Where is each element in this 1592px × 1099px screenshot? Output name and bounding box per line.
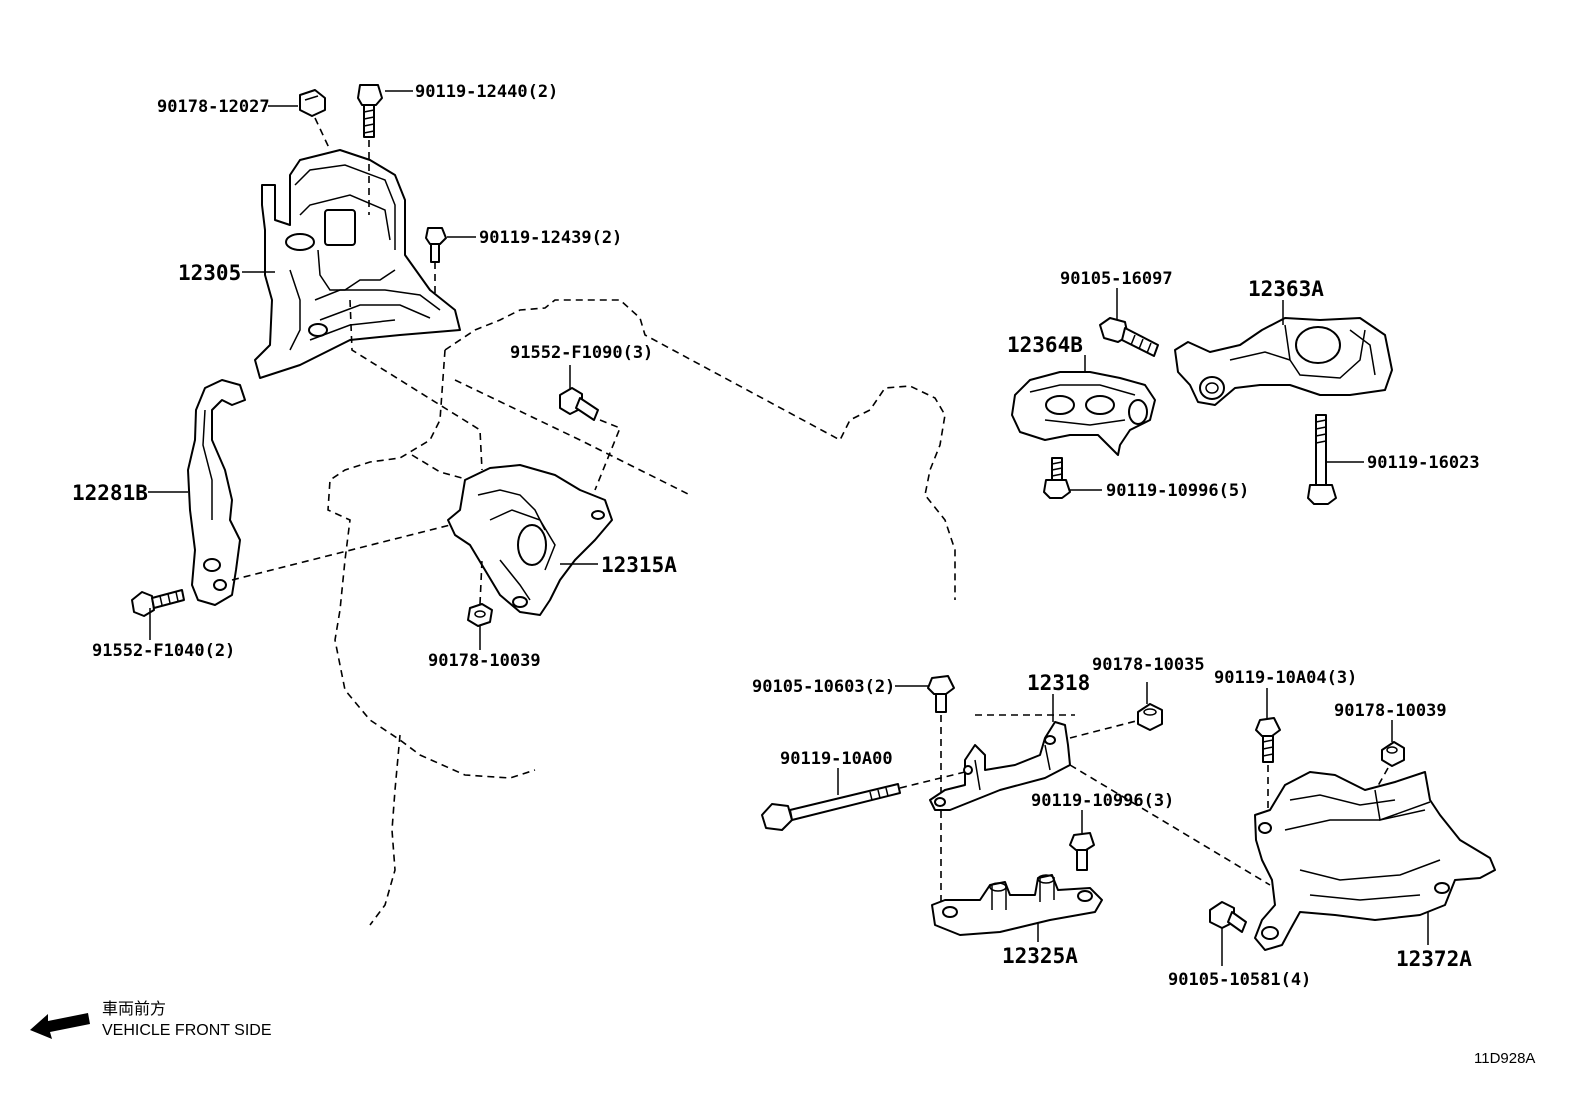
leader-lines [148,90,1429,966]
guide-12318-to-12372A [1069,764,1271,886]
mount-12364B [1011,371,1156,456]
left-arrow-icon [30,1013,90,1039]
bolt-90119-10996-5 [1043,457,1071,499]
label-90105-10581: 90105-10581(4) [1168,970,1311,990]
label-12372A: 12372A [1396,947,1472,971]
label-12364B: 12364B [1007,333,1083,357]
label-90119-12440: 90119-12440(2) [415,82,558,102]
label-90119-12439: 90119-12439(2) [479,228,622,248]
bolt-90119-12440 [357,84,383,138]
guide-nut-12027 [314,117,331,151]
guide-bolt-F1090 [594,419,622,491]
label-90178-12027: 90178-12027 [157,97,270,117]
label-90105-10603: 90105-10603(2) [752,677,895,697]
nut-90178-12027 [299,89,326,117]
engine-belt-line [454,379,691,496]
label-90178-10039-center: 90178-10039 [428,651,541,671]
label-12281B: 12281B [72,481,148,505]
torque-rod-12363A [1174,317,1393,406]
engine-mount-12305 [254,149,461,379]
guide-nut-10035 [1069,719,1141,739]
label-12363A: 12363A [1248,277,1324,301]
label-90119-10996-3: 90119-10996(3) [1031,791,1174,811]
label-90119-10A00: 90119-10A00 [780,749,893,769]
engine-outline [444,299,956,600]
bracket-12318 [929,721,1071,811]
bolt-90119-12439 [425,227,447,263]
bolt-90105-10603 [927,675,955,713]
bolt-90105-10581 [1209,901,1247,933]
label-12318: 12318 [1027,671,1090,695]
label-90119-10996-5: 90119-10996(5) [1106,481,1249,501]
engine-lower-edge [369,734,401,926]
label-90119-16023: 90119-16023 [1367,453,1480,473]
nut-90178-10035 [1137,703,1163,731]
plate-12325A [931,874,1103,936]
label-91552-F1090: 91552-F1090(3) [510,343,653,363]
guide-12281B-to-12315A [231,519,471,581]
label-12305: 12305 [178,261,241,285]
bracket-12281B [187,379,246,606]
label-90178-10035: 90178-10035 [1092,655,1205,675]
engine-outline-left [327,349,536,779]
label-91552-F1040: 91552-F1040(2) [92,641,235,661]
vehicle-front-indicator: 車両前方 VEHICLE FRONT SIDE [30,1000,272,1039]
label-12325A: 12325A [1002,944,1078,968]
label-90178-10039-right: 90178-10039 [1334,701,1447,721]
label-12315A: 12315A [601,553,677,577]
bolt-90119-10A00 [761,783,901,831]
bolt-90119-16023 [1307,414,1337,505]
label-90105-16097: 90105-16097 [1060,269,1173,289]
nut-90178-10039-right [1381,741,1405,767]
nut-90178-10039-center [467,603,493,627]
front-label-english: VEHICLE FRONT SIDE [102,1022,272,1039]
bracket-12372A [1254,771,1496,951]
bolt-91552-F1040 [131,589,185,617]
bracket-12315A [447,464,613,616]
bolt-90119-10A04 [1255,717,1281,763]
diagram-code: 11D928A [1474,1050,1535,1067]
bolt-90105-16097 [1099,317,1159,357]
bolt-91552-F1090 [559,387,599,421]
guide-12305-to-12315A [349,299,483,471]
engine-inner [411,454,463,479]
guide-bolt-10A00 [899,771,966,789]
label-90119-10A04: 90119-10A04(3) [1214,668,1357,688]
front-label-japanese: 車両前方 [102,1000,166,1018]
guide-nut-10039-center [479,559,483,605]
bolt-90119-10996-3 [1069,832,1095,871]
